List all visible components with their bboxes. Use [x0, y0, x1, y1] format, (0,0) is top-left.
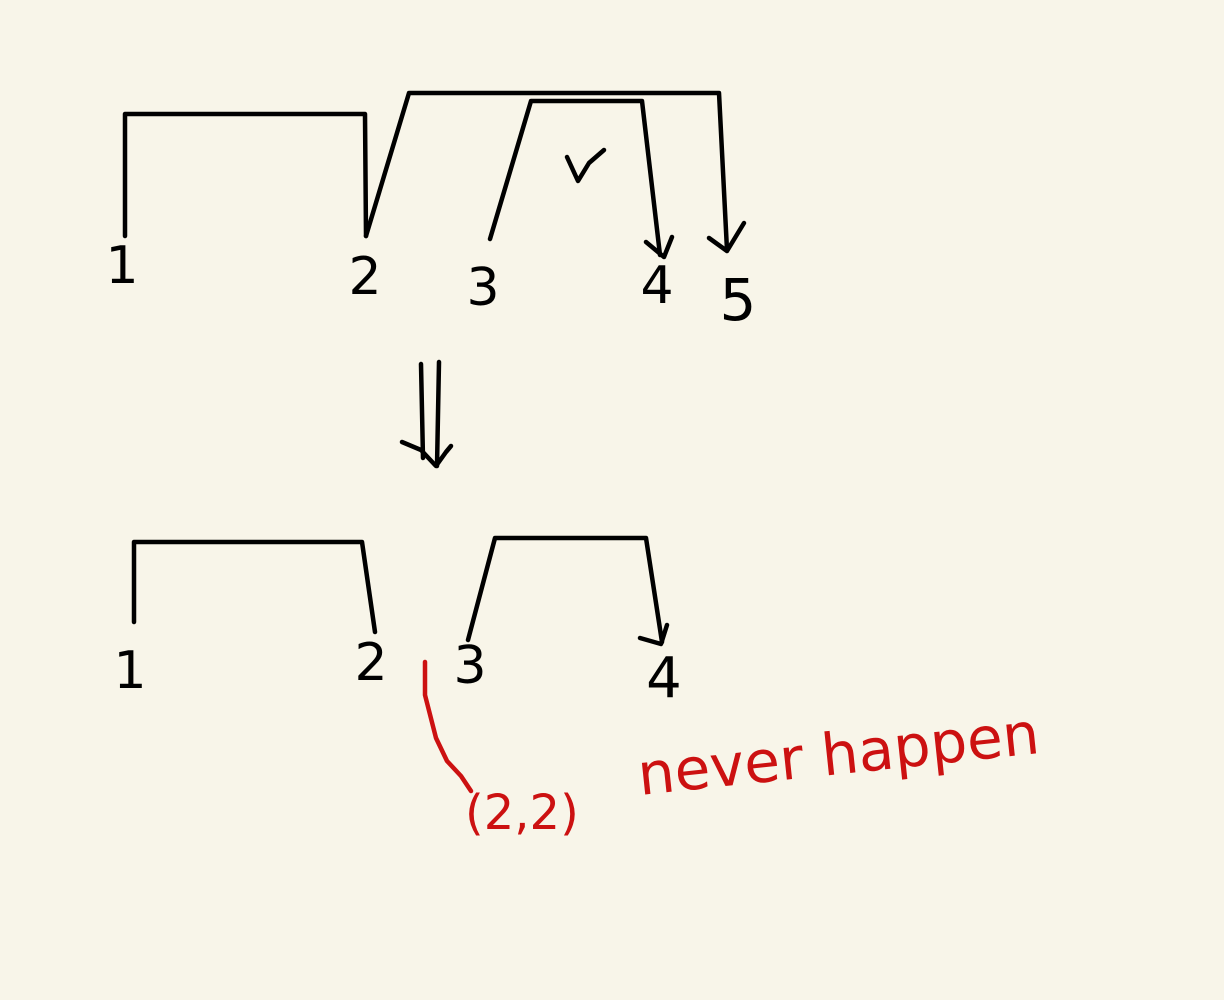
bottom-diagram: 1 2 3 4: [113, 535, 682, 711]
top-node-label-1: 1: [105, 236, 138, 296]
top-node-label-4: 4: [640, 256, 673, 316]
bottom-arrowhead-4: [637, 622, 670, 647]
bottom-node-label-2: 2: [354, 633, 387, 693]
top-arrowhead-4: [643, 234, 675, 260]
annotation-note: never happen: [634, 699, 1042, 809]
transition-shaft-right: [434, 359, 442, 469]
bottom-arc-3-4: [465, 535, 665, 645]
double-down-arrow-icon: [399, 359, 454, 469]
transition-shaft-left: [418, 361, 426, 461]
top-diagram: 1 2 3 4 5: [105, 90, 757, 334]
bottom-node-label-4: 4: [646, 646, 682, 711]
top-node-label-2: 2: [348, 247, 381, 307]
bottom-arc-1-2: [131, 539, 378, 635]
annotation-pointer-line: [422, 659, 474, 794]
annotation: (2,2) never happen: [422, 659, 1042, 841]
top-node-label-3: 3: [466, 258, 499, 318]
top-arc-2-5: [363, 90, 730, 253]
bottom-node-label-1: 1: [113, 641, 146, 701]
top-arc-1-2: [122, 111, 369, 239]
bottom-node-label-3: 3: [453, 636, 486, 696]
top-node-label-5: 5: [720, 266, 757, 334]
check-icon: [564, 147, 607, 184]
annotation-tuple: (2,2): [465, 785, 579, 841]
top-arc-3-4: [487, 98, 663, 258]
top-arrowhead-5: [706, 220, 747, 254]
transition-arrowhead: [399, 439, 454, 469]
